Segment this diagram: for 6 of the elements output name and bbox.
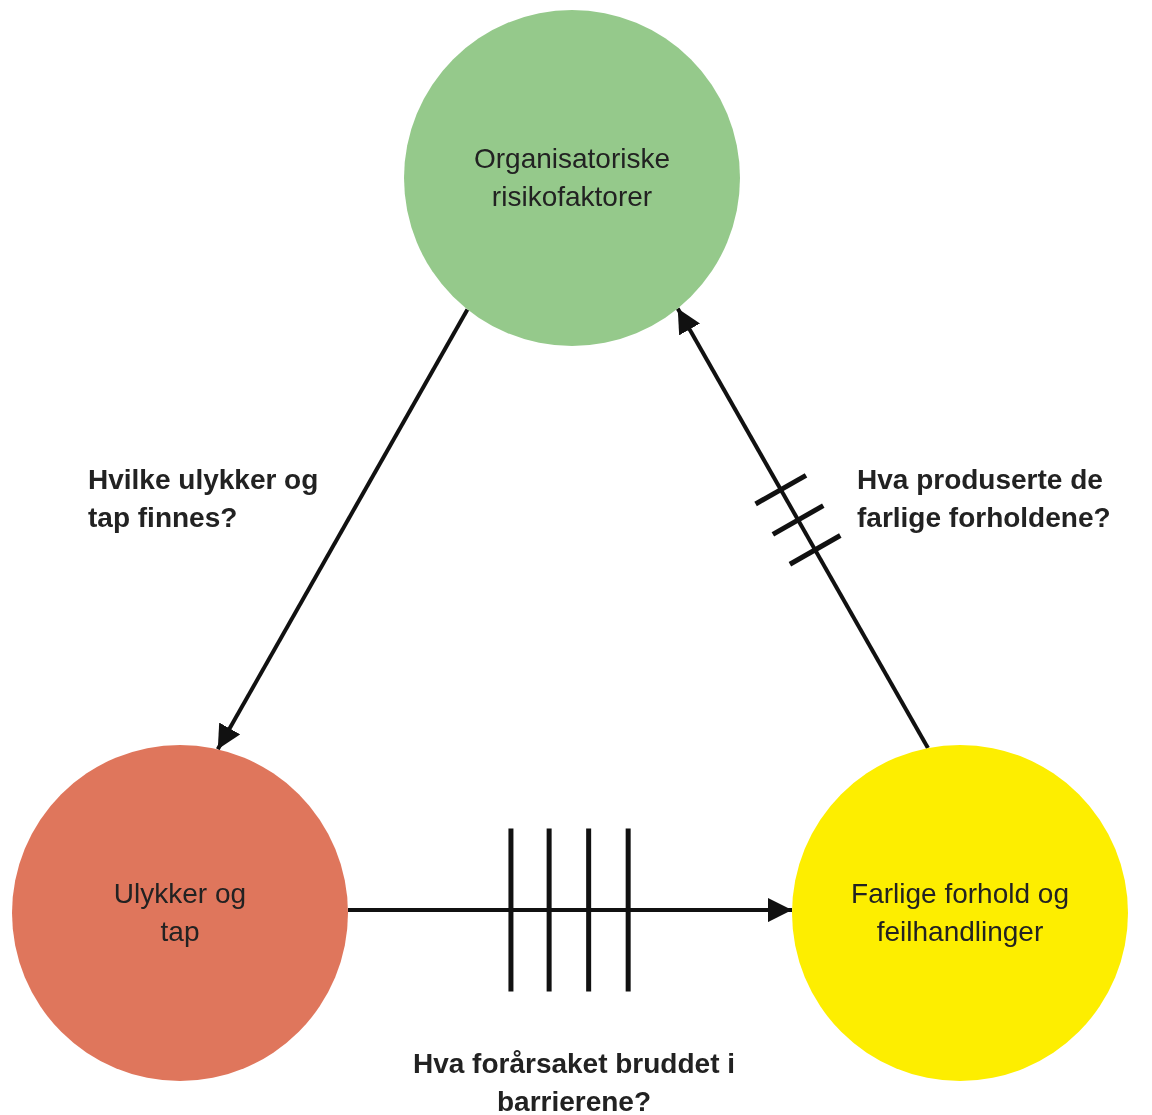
question-label: Hva forårsaket bruddet i barrierene?	[411, 1047, 737, 1115]
question-label: Hvilke ulykker og tap finnes?	[88, 463, 320, 535]
circle-label: Farlige forhold og feilhandlinger	[850, 877, 1070, 949]
circle-label: Ulykker og tap	[112, 877, 248, 949]
circle-label: Organisatoriske risikofaktorer	[472, 142, 672, 214]
question-label: Hva produserte de farlige forholdene?	[857, 463, 1112, 535]
